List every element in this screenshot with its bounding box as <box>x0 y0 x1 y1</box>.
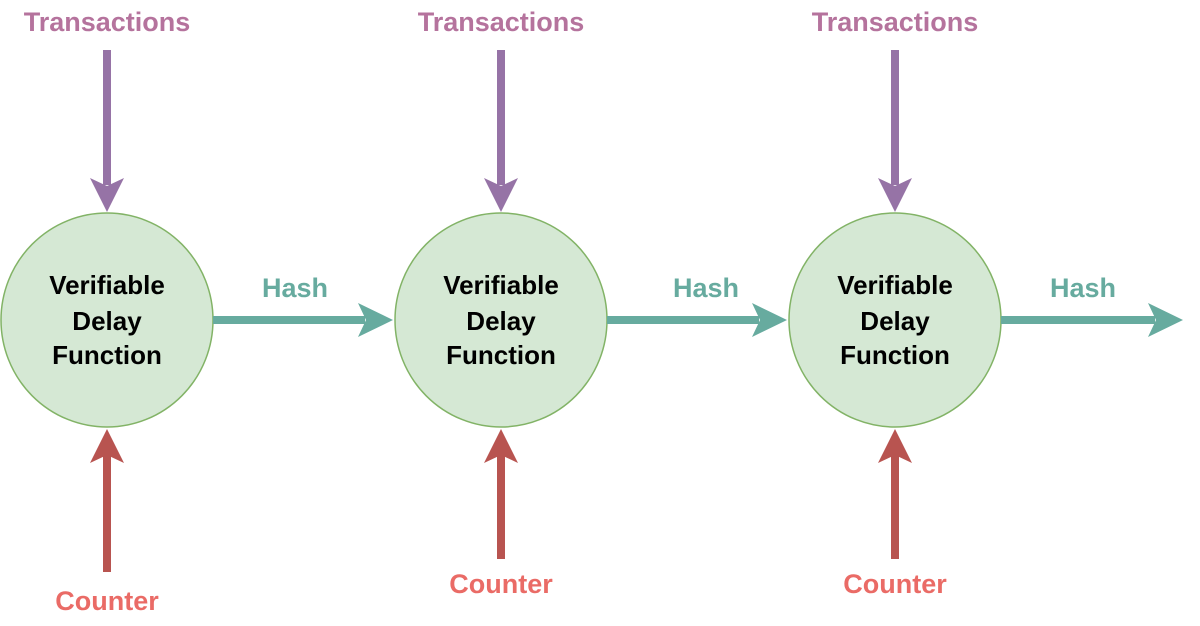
counter-label: Counter <box>843 569 947 599</box>
vdf-node-label: Function <box>840 340 950 370</box>
vdf-node-label: Function <box>446 340 556 370</box>
arrow-up-icon <box>484 429 518 463</box>
hash-label: Hash <box>673 273 739 303</box>
transactions-label: Transactions <box>418 7 585 37</box>
vdf-node-label: Delay <box>860 306 930 336</box>
arrow-right-icon <box>752 303 787 337</box>
transactions-label: Transactions <box>24 7 191 37</box>
arrow-right-icon <box>358 303 393 337</box>
vdf-node-group: TransactionsVerifiableDelayFunctionCount… <box>788 7 1002 599</box>
vdf-node-label: Verifiable <box>443 270 559 300</box>
vdf-node-label: Function <box>52 340 162 370</box>
vdf-node-label: Delay <box>466 306 536 336</box>
arrow-right-icon <box>1148 303 1183 337</box>
arrow-down-icon <box>90 178 124 212</box>
counter-label: Counter <box>449 569 553 599</box>
hash-edge: Hash <box>607 273 787 337</box>
arrow-down-icon <box>878 178 912 212</box>
hash-label: Hash <box>262 273 328 303</box>
hash-label: Hash <box>1050 273 1116 303</box>
arrow-up-icon <box>878 429 912 463</box>
arrow-down-icon <box>484 178 518 212</box>
vdf-node-label: Verifiable <box>49 270 165 300</box>
vdf-node-group: TransactionsVerifiableDelayFunctionCount… <box>0 7 214 616</box>
vdf-node-label: Delay <box>72 306 142 336</box>
vdf-node-group: TransactionsVerifiableDelayFunctionCount… <box>394 7 608 599</box>
counter-label: Counter <box>55 586 159 616</box>
hash-edge: Hash <box>213 273 393 337</box>
hash-edge: Hash <box>1001 273 1183 337</box>
transactions-label: Transactions <box>812 7 979 37</box>
arrow-up-icon <box>90 429 124 463</box>
vdf-node-label: Verifiable <box>837 270 953 300</box>
